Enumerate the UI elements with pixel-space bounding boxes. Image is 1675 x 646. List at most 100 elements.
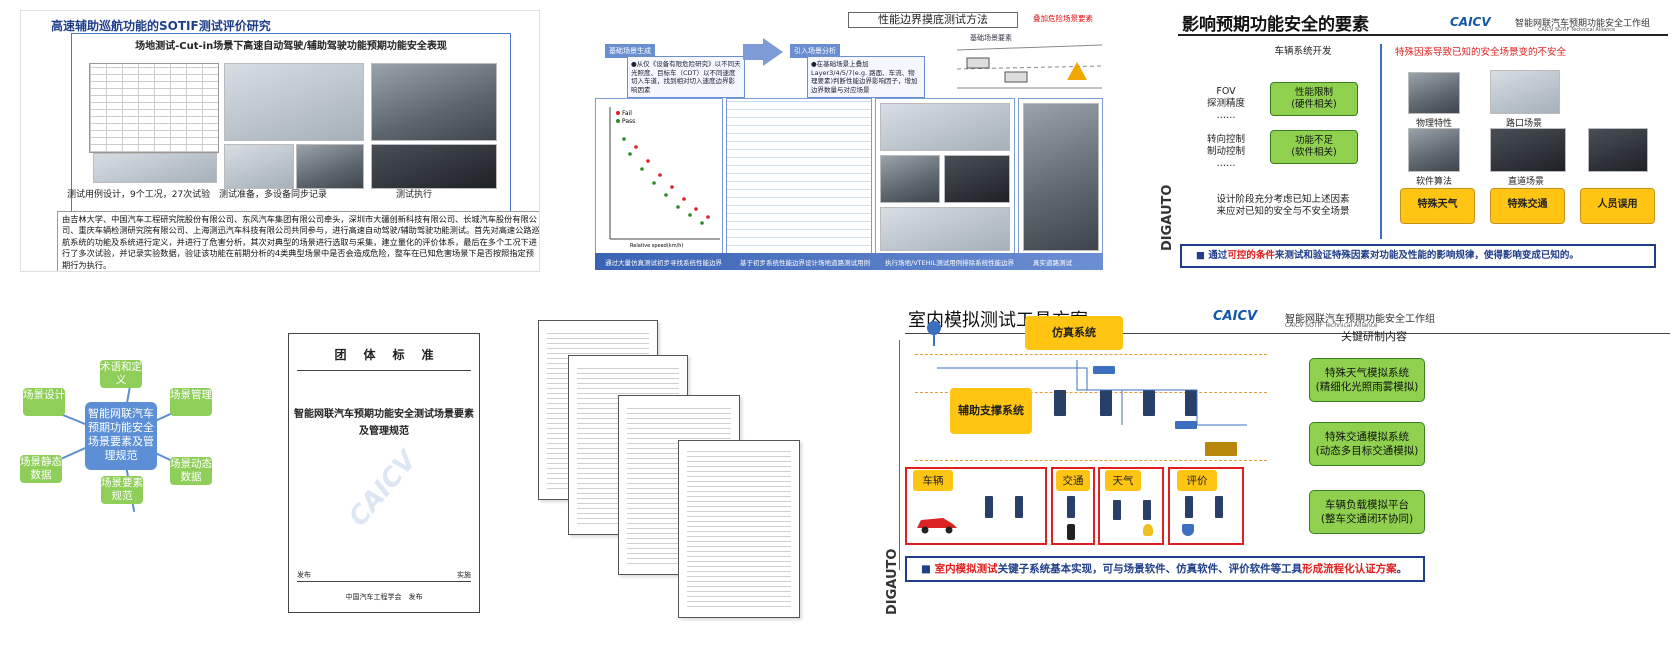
- vehicle-dev-label: 车辆系统开发: [1274, 46, 1332, 57]
- node-scene-design: 场景设计: [23, 388, 65, 416]
- implement-label: 实施: [457, 571, 471, 579]
- caicv-watermark: CAICV: [343, 445, 423, 533]
- server-icon: [1143, 390, 1155, 416]
- legend-pass: Pass: [622, 118, 635, 125]
- software-photo: [1408, 128, 1460, 172]
- weather-subsystem: [1098, 467, 1164, 545]
- special-factor-heading: 特殊因素导致已知的安全场景变的不安全: [1395, 47, 1567, 58]
- digauto-logo: DIGAUTO: [885, 548, 900, 615]
- band-step-1: 通过大量仿真测试初步寻找系统性能边界: [605, 259, 722, 267]
- fov-label: FOV 探测精度 ……: [1206, 86, 1245, 121]
- traffic-sim-box: 特殊交通模拟系统 (动态多目标交通模拟): [1309, 422, 1425, 466]
- base-scene-label: 基础场景要素: [970, 34, 1012, 42]
- sensor-rack-icon: [1015, 496, 1023, 518]
- special-traffic-box: 特殊交通: [1490, 188, 1565, 224]
- slide-title: 高速辅助巡航功能的SOTIF测试评价研究: [51, 19, 271, 33]
- server-icon: [1100, 390, 1112, 416]
- design-stage-label: 设计阶段充分考虑已知上述因素 来应对已知的安全与不安全场景: [1216, 194, 1350, 217]
- caicv-logo-icon: CAICV: [1213, 309, 1258, 324]
- sensor-rack-icon: [985, 496, 993, 518]
- logo-text: 智能网联汽车预期功能安全工作组: [1515, 19, 1651, 29]
- cockpit-photo: [1588, 128, 1648, 172]
- slide-title: 性能边界摸底测试方法: [848, 12, 1018, 28]
- node-static-data: 场景静态数据: [20, 455, 62, 483]
- pass-fail-scatter: Fail Pass Relative speed(km/h): [609, 107, 720, 249]
- conclusion-highlight-2: 形成流程化认证方案: [1302, 563, 1397, 575]
- human-misuse-box: 人员误用: [1580, 188, 1655, 224]
- operator-photo: [296, 144, 364, 189]
- support-system-box: 辅助支撑系统: [950, 388, 1032, 434]
- highway-photo: [371, 63, 497, 141]
- legend-fail: Fail: [622, 110, 632, 117]
- header-rule: [297, 370, 471, 371]
- special-weather-box: 特殊天气: [1400, 188, 1475, 224]
- key-content-title: 关键研制内容: [1341, 330, 1407, 343]
- traffic-jam-photo: [1023, 103, 1099, 251]
- footer-rule: [297, 581, 471, 582]
- server-icon: [1054, 390, 1066, 416]
- node-element-spec: 场景要素规范: [101, 476, 143, 504]
- simulation-system-box: 仿真系统: [1025, 316, 1123, 350]
- traffic-label: 交通: [1056, 470, 1090, 491]
- traffic-subsystem: [1051, 467, 1095, 545]
- panel-subtitle: 场地测试-Cut-in场景下高速自动驾驶/辅助驾驶功能预期功能安全表现: [135, 41, 447, 52]
- layer-divider: [915, 460, 1267, 461]
- title-divider: [905, 333, 1670, 334]
- field-test-photos: [875, 98, 1015, 263]
- track-diagram-image: [93, 153, 217, 183]
- caption-software: 软件算法: [1416, 177, 1453, 187]
- weather-label: 天气: [1105, 470, 1141, 491]
- vehicle-load-box: 车辆负载模拟平台 (整车交通闭环协同): [1309, 490, 1425, 534]
- caption-test-design: 测试用例设计，9个工况，27次试验: [67, 190, 211, 200]
- band-step-4: 真实道路测试: [1033, 259, 1072, 267]
- test-car-photo: [224, 63, 364, 141]
- sensor-rack-icon: [1113, 500, 1121, 520]
- real-road-photo-panel: [1018, 98, 1103, 263]
- controller-icon: [1205, 442, 1237, 456]
- conclusion-prefix: 通过: [1208, 250, 1228, 261]
- evaluation-label: 评价: [1177, 470, 1217, 491]
- road-diagram: [880, 207, 1010, 251]
- digauto-logo: DIGAUTO: [1160, 184, 1175, 251]
- layer-divider: [915, 354, 1267, 355]
- logo-subtext: CAICV SOTIF Technical Alliance: [1538, 27, 1616, 33]
- vehicle-subsystem: [905, 467, 1047, 545]
- conclusion-suffix: 来测试和验证特殊因素对功能及性能的影响规律，使得影响变成已知的。: [1274, 250, 1579, 261]
- test-case-sheet: [726, 98, 872, 263]
- step-label-2: 引入场景分析: [790, 44, 840, 58]
- conclusion-middle: 关键子系统基本实现，可与场景软件、仿真软件、评价软件等工具: [997, 563, 1303, 575]
- road-photo-2: [880, 155, 940, 203]
- slide-title: 影响预期功能安全的要素: [1182, 15, 1369, 35]
- standard-document-cover: 团体标准 智能网联汽车预期功能安全测试场景要素及管理规范 CAICV 发布 实施…: [288, 333, 480, 613]
- network-lines: [937, 360, 1247, 426]
- slide-indoor-simulation: 室内模拟测试工具方案 CAICV 智能网联汽车预期功能安全工作组 CAICV S…: [885, 300, 1670, 630]
- physical-photo: [1408, 72, 1460, 114]
- caption-intersection: 路口场景: [1506, 119, 1543, 129]
- steer-control-label: 转向控制 制动控制 ……: [1206, 134, 1245, 169]
- conclusion-bar: ■ 室内模拟测试关键子系统基本实现，可与场景软件、仿真软件、评价软件等工具形成流…: [905, 556, 1425, 582]
- band-step-3: 执行场地/VTEHIL测试用例排除系统性能边界: [885, 259, 1015, 267]
- caption-test-prep: 测试准备，多设备同步记录: [219, 190, 328, 200]
- road-photo-1: [880, 103, 1010, 151]
- conclusion-end: 。: [1396, 563, 1408, 575]
- conclusion-highlight: 可控的条件: [1227, 250, 1275, 261]
- document-page-4: [678, 440, 800, 618]
- cloud-icon: [927, 321, 941, 346]
- slide-performance-boundary: 性能边界摸底测试方法 叠加危险场景要素 基础场景生成 引入场景分析 ●从仅《设备…: [595, 10, 1105, 272]
- caption-test-exec: 测试执行: [396, 190, 433, 200]
- weather-sim-box: 特殊天气模拟系统 (精细化光照雨雾模拟): [1309, 358, 1425, 402]
- sensor-rack-icon: [1185, 496, 1193, 518]
- band-step-2: 基于初步系统性能边界设计场地道路测试用例: [740, 259, 870, 267]
- road-photo-3: [944, 155, 1010, 203]
- scatter-chart-panel: Fail Pass Relative speed(km/h): [595, 98, 723, 263]
- switch-icon: [1093, 366, 1115, 374]
- conclusion-highlight-1: 室内模拟测试: [934, 563, 998, 575]
- red-car-icon: [917, 518, 957, 534]
- evaluation-subsystem: [1168, 467, 1244, 545]
- caption-straight: 直道场景: [1508, 177, 1545, 187]
- traffic-light-icon: [1067, 524, 1075, 540]
- left-rule: [899, 340, 900, 570]
- doc-publisher: 中国汽车工程学会 发布: [345, 593, 423, 601]
- func-insufficiency-box: 功能不足 (软件相关): [1270, 130, 1358, 164]
- doc-title: 智能网联汽车预期功能安全测试场景要素及管理规范: [294, 409, 474, 437]
